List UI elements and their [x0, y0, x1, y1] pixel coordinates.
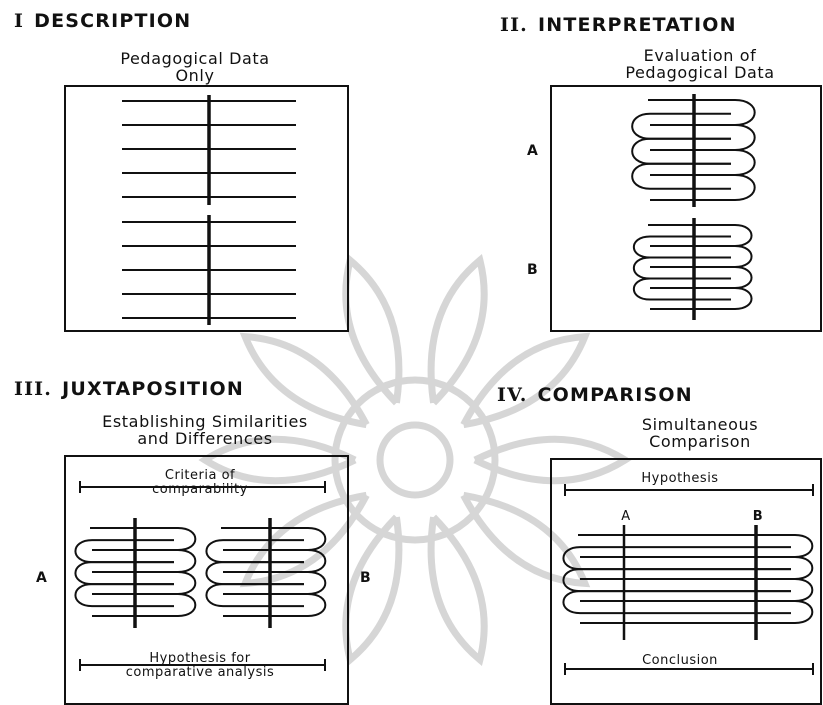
description-numeral: I	[14, 10, 25, 32]
comparison-label-a: A	[621, 509, 631, 524]
comparison-coil-loop-2	[562, 556, 814, 593]
watermark-ring	[331, 376, 499, 544]
comparison-coil-loop-3	[562, 578, 814, 615]
interpretation-box	[550, 85, 822, 332]
watermark-inner-ring	[376, 421, 454, 499]
comparison-subtitle-line1: Simultaneous	[641, 415, 759, 434]
watermark-petal	[473, 435, 632, 485]
juxtaposition-label-b: B	[360, 570, 371, 586]
watermark-petal	[342, 254, 403, 406]
juxtaposition-coil-a-loop-4	[92, 593, 197, 617]
watermark-petal	[460, 332, 591, 429]
interpretation-coil-b-loop-4	[650, 287, 753, 310]
interpretation-coil-a-loop-4	[650, 174, 756, 201]
interpretation-subtitle-line2: Pedagogical Data	[625, 63, 775, 82]
juxtaposition-subtitle: Establishing Similarities and Difference…	[60, 413, 350, 447]
description-box	[64, 85, 349, 332]
juxtaposition-coil-b-loop-4	[223, 593, 327, 617]
juxtaposition-hypothesis-line1: Hypothesis for	[149, 651, 251, 666]
interpretation-coil-b	[633, 224, 753, 310]
interpretation-coil-a	[631, 99, 756, 201]
description-heading-text: DESCRIPTION	[34, 10, 192, 32]
interpretation-heading: II. INTERPRETATION	[500, 14, 737, 36]
interpretation-label-a: A	[527, 143, 538, 159]
comparison-heading-text: COMPARISON	[537, 384, 693, 406]
juxtaposition-coil-b	[205, 527, 327, 617]
comparison-subtitle: Simultaneous Comparison	[590, 416, 810, 450]
juxtaposition-heading-text: JUXTAPOSITION	[62, 378, 244, 400]
description-subtitle-line2: Only	[175, 66, 215, 85]
interpretation-heading-text: INTERPRETATION	[538, 14, 737, 36]
description-subtitle-line1: Pedagogical Data	[120, 49, 270, 68]
juxtaposition-subtitle-line1: Establishing Similarities	[102, 412, 308, 431]
comparison-hypothesis-text: Hypothesis	[641, 471, 719, 486]
comparison-coil-loop-4	[580, 600, 814, 624]
comparison-coil	[562, 534, 814, 624]
juxtaposition-hypothesis-text: Hypothesis for comparative analysis	[80, 652, 320, 680]
comparison-subtitle-line2: Comparison	[649, 432, 751, 451]
interpretation-label-b: B	[527, 262, 538, 278]
comparison-heading: IV. COMPARISON	[497, 384, 693, 406]
watermark-petal	[198, 435, 357, 485]
watermark-petal	[427, 254, 488, 406]
juxtaposition-hypothesis-line2: comparative analysis	[125, 665, 275, 680]
comparison-conclusion-text: Conclusion	[642, 653, 718, 668]
description-heading: I DESCRIPTION	[14, 10, 191, 32]
juxtaposition-coil-a	[74, 527, 197, 617]
juxtaposition-heading: III. JUXTAPOSITION	[14, 378, 244, 400]
juxtaposition-subtitle-line2: and Differences	[137, 429, 273, 448]
interpretation-subtitle: Evaluation of Pedagogical Data	[580, 47, 820, 81]
watermark-petal	[342, 514, 403, 666]
juxtaposition-label-a: A	[36, 570, 47, 586]
interpretation-subtitle-line1: Evaluation of	[643, 46, 757, 65]
juxtaposition-criteria-line1: Criteria of	[164, 468, 236, 483]
comparison-label-b: B	[752, 509, 764, 524]
comparison-numeral: IV.	[497, 384, 528, 406]
watermark-petal	[460, 491, 591, 588]
interpretation-numeral: II.	[500, 14, 528, 36]
description-subtitle: Pedagogical Data Only	[100, 50, 290, 84]
watermark-petal	[239, 332, 370, 429]
comparison-coil-loop-1	[562, 534, 814, 571]
juxtaposition-numeral: III.	[14, 378, 53, 400]
watermark-petal	[427, 514, 488, 666]
